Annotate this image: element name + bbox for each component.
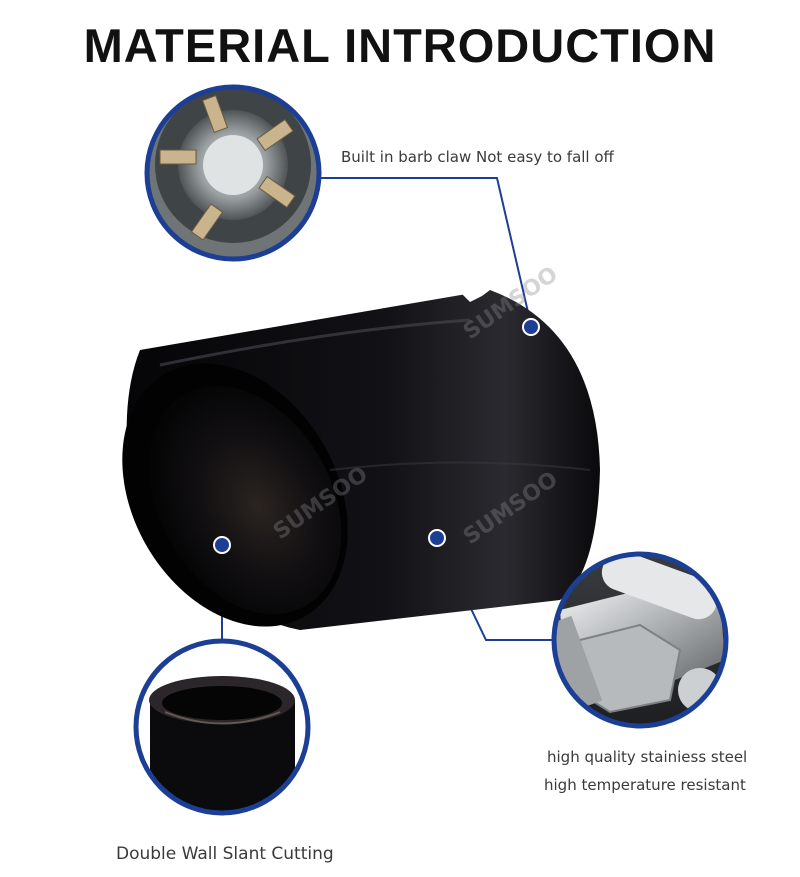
barb-claw-detail-image [144, 84, 322, 262]
steel-marker-dot [428, 529, 446, 547]
steel-quality-caption: high quality stainiess steel [547, 748, 748, 766]
exhaust-tip-image: SUMSOO SUMSOO SUMSOO [122, 262, 601, 630]
steel-bars-detail-image [551, 551, 729, 729]
barb-claw-caption: Built in barb claw Not easy to fall off [341, 148, 614, 166]
callout-dots [213, 318, 540, 554]
barb-claw-marker-dot [522, 318, 540, 336]
slant-cut-detail-image [133, 638, 311, 816]
page-title: MATERIAL INTRODUCTION [83, 19, 717, 72]
temperature-caption: high temperature resistant [544, 776, 746, 794]
slant-cut-marker-dot [213, 536, 231, 554]
slant-cut-caption: Double Wall Slant Cutting [116, 844, 334, 864]
